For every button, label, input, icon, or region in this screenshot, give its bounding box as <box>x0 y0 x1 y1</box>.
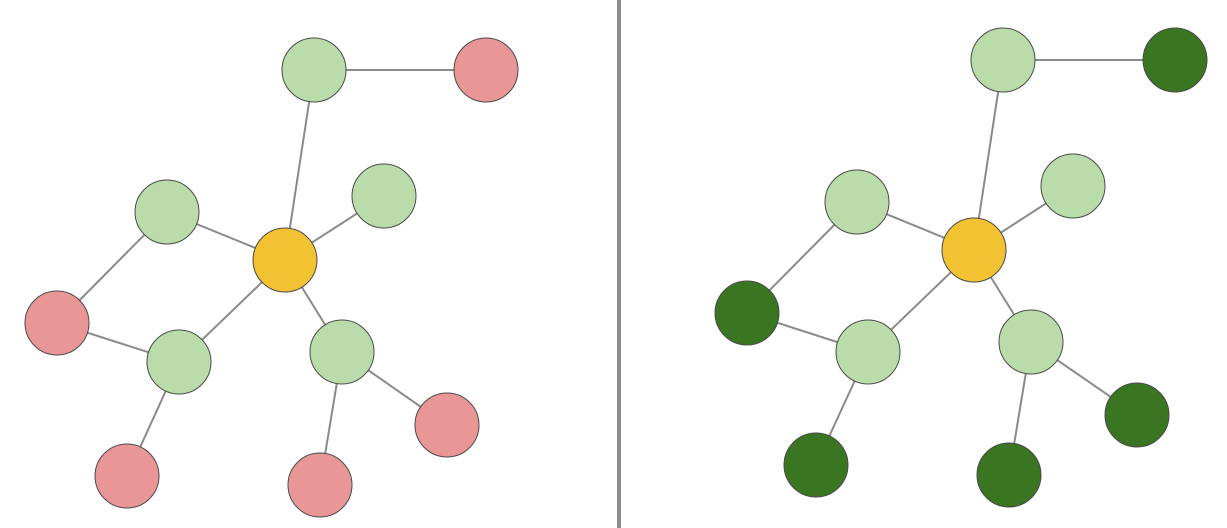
right-outer-node-o5 <box>1104 382 1170 448</box>
right-outer-node-o3 <box>783 432 849 498</box>
left-outer-node-o3 <box>94 443 160 509</box>
left-outer-node-o5 <box>414 392 480 458</box>
right-center-node-c <box>941 217 1007 283</box>
left-neighbor-node-n5 <box>309 319 375 385</box>
left-neighbor-node-n1 <box>281 37 347 103</box>
right-neighbor-node-n4 <box>835 319 901 385</box>
right-neighbor-node-n3 <box>824 169 890 235</box>
left-outer-node-o4 <box>287 452 353 518</box>
right-outer-node-o2 <box>714 280 780 346</box>
left-neighbor-node-n3 <box>134 179 200 245</box>
right-outer-node-o4 <box>976 442 1042 508</box>
right-neighbor-node-n5 <box>998 309 1064 375</box>
left-outer-node-o2 <box>24 290 90 356</box>
right-neighbor-node-n1 <box>970 27 1036 93</box>
left-graph-panel <box>24 37 519 518</box>
right-outer-node-o1 <box>1142 27 1208 93</box>
left-neighbor-node-n2 <box>351 163 417 229</box>
left-outer-node-o1 <box>453 37 519 103</box>
right-neighbor-node-n2 <box>1040 153 1106 219</box>
left-neighbor-node-n4 <box>146 329 212 395</box>
left-center-node-c <box>252 227 318 293</box>
right-graph-panel <box>714 27 1208 508</box>
